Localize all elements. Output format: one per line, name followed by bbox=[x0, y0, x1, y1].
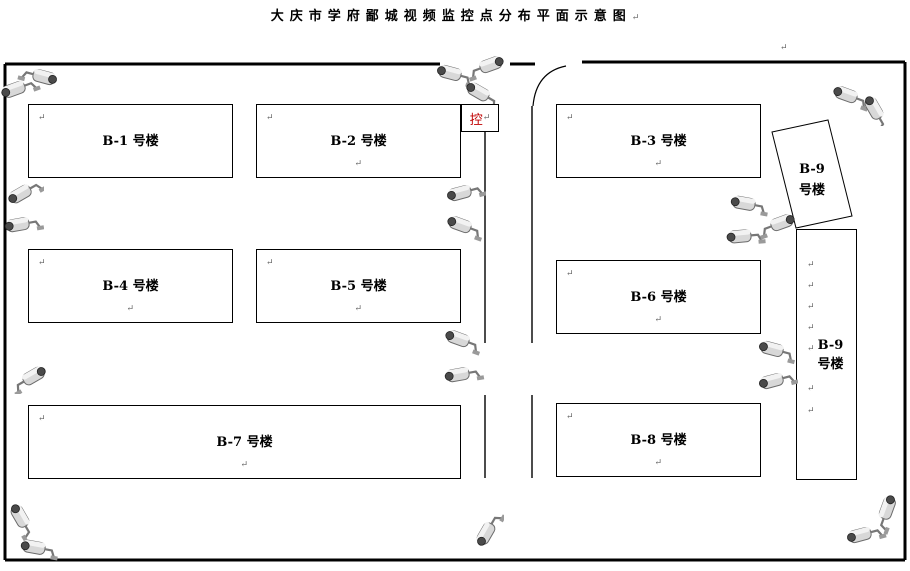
control-room[interactable]: 控↵ bbox=[461, 104, 499, 132]
building-b6[interactable]: ↵ B-6 号楼 ↵ bbox=[556, 260, 761, 334]
surveillance-camera-icon[interactable] bbox=[4, 176, 44, 242]
building-b3[interactable]: ↵ B-3 号楼 ↵ bbox=[556, 104, 761, 178]
building-b5[interactable]: ↵ B-5 号楼 ↵ bbox=[256, 249, 461, 323]
paragraph-mark: ↵ bbox=[780, 43, 788, 53]
page-title: 大庆市学府鄙城视频监控点分布平面示意图↵ bbox=[270, 9, 640, 24]
building-b9-upper-outline[interactable] bbox=[771, 119, 853, 229]
building-b4[interactable]: ↵ B-4 号楼 ↵ bbox=[28, 249, 233, 323]
surveillance-camera-icon[interactable] bbox=[842, 492, 904, 552]
building-b2[interactable]: ↵ B-2 号楼 ↵ bbox=[256, 104, 461, 178]
surveillance-camera-icon[interactable] bbox=[2, 502, 58, 564]
surveillance-camera-icon[interactable] bbox=[828, 76, 898, 126]
surveillance-camera-icon[interactable] bbox=[432, 52, 512, 104]
building-b7[interactable]: ↵ B-7 号楼 ↵ bbox=[28, 405, 461, 479]
building-b1[interactable]: ↵ B-1 号楼 bbox=[28, 104, 233, 178]
surveillance-camera-icon[interactable] bbox=[472, 508, 504, 554]
building-b9-lower[interactable]: ↵ ↵ ↵ ↵ ↵ B-9 号楼 ↵ ↵ bbox=[796, 229, 857, 480]
surveillance-camera-icon[interactable] bbox=[754, 334, 798, 394]
surveillance-camera-icon[interactable] bbox=[0, 58, 60, 108]
surveillance-camera-icon[interactable] bbox=[442, 178, 486, 242]
surveillance-camera-icon[interactable] bbox=[4, 360, 48, 394]
building-b9-upper-label: B-9 号楼 bbox=[798, 162, 825, 198]
surveillance-camera-icon[interactable] bbox=[440, 324, 486, 390]
surveillance-camera-icon[interactable] bbox=[726, 190, 796, 250]
building-b8[interactable]: ↵ B-8 号楼 ↵ bbox=[556, 403, 761, 477]
